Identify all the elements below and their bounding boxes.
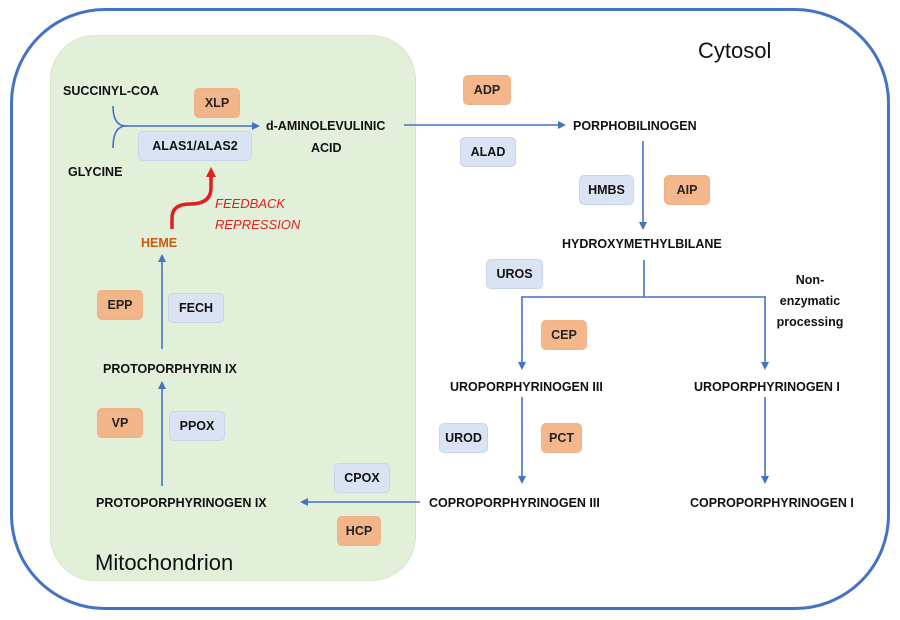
metabolite-ala-line1: d-AMINOLEVULINIC (266, 119, 386, 133)
feedback-label-line2: REPRESSION (215, 217, 301, 232)
succinyl-coa-merge-line (112, 105, 127, 127)
feedback-repression-label: FEEDBACK REPRESSION (215, 193, 300, 235)
enzyme-box-fech: FECH (168, 293, 224, 323)
metabolite-coproporphyrinogen-i: COPROPORPHYRINOGEN I (690, 496, 854, 510)
metabolite-uroporphyrinogen-i: UROPORPHYRINOGEN I (694, 380, 840, 394)
disease-box-aip: AIP (664, 175, 710, 205)
metabolite-protoporphyrin-ix: PROTOPORPHYRIN IX (103, 362, 237, 376)
enzyme-box-cpox: CPOX (334, 463, 390, 493)
feedback-repression-arrow (170, 167, 216, 229)
metabolite-coproporphyrinogen-iii: COPROPORPHYRINOGEN III (429, 496, 600, 510)
disease-box-pct: PCT (541, 423, 582, 453)
disease-box-cep: CEP (541, 320, 587, 350)
enzyme-box-urod: UROD (439, 423, 488, 453)
metabolite-uroporphyrinogen-iii: UROPORPHYRINOGEN III (450, 380, 603, 394)
glycine-merge-line (112, 125, 127, 149)
feedback-label-line1: FEEDBACK (215, 196, 286, 211)
disease-box-adp: ADP (463, 75, 511, 105)
disease-box-epp: EPP (97, 290, 143, 320)
metabolite-hydroxymethylbilane: HYDROXYMETHYLBILANE (562, 237, 722, 251)
nonenzymatic-line1: Non- (795, 273, 825, 287)
mitochondrion-label: Mitochondrion (95, 550, 234, 575)
metabolite-ala-line2: ACID (311, 141, 342, 155)
enzyme-box-alad: ALAD (460, 137, 516, 167)
metabolite-succinyl-coa: SUCCINYL-COA (63, 84, 159, 98)
enzyme-box-uros: UROS (486, 259, 543, 289)
enzyme-box-alas: ALAS1/ALAS2 (138, 131, 252, 161)
metabolite-porphobilinogen: PORPHOBILINOGEN (573, 119, 697, 133)
cytosol-compartment (10, 8, 890, 610)
metabolite-protoporphyrinogen-ix: PROTOPORPHYRINOGEN IX (96, 496, 267, 510)
nonenzymatic-line2: enzymatic (779, 294, 841, 308)
metabolite-heme: HEME (141, 236, 178, 250)
nonenzymatic-line3: processing (776, 315, 844, 329)
enzyme-box-hmbs: HMBS (579, 175, 634, 205)
metabolite-glycine: GLYCINE (68, 165, 123, 179)
enzyme-box-ppox: PPOX (169, 411, 225, 441)
disease-box-xlp: XLP (194, 88, 240, 118)
cytosol-label: Cytosol (698, 38, 772, 63)
nonenzymatic-processing-label: Non- enzymatic processing (760, 270, 860, 333)
disease-box-hcp: HCP (337, 516, 381, 546)
disease-box-vp: VP (97, 408, 143, 438)
